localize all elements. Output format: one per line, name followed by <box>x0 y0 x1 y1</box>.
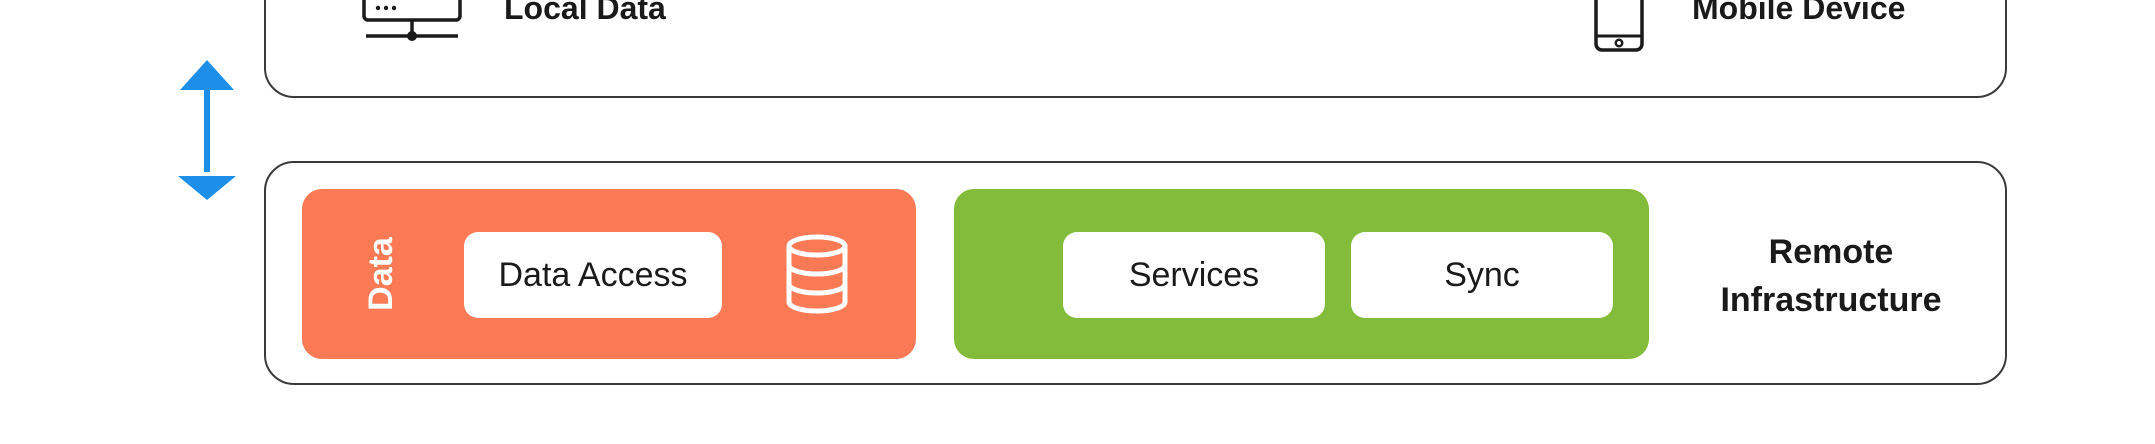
server-icon <box>362 0 462 41</box>
mobile-device-label: Mobile Device <box>1692 0 1906 26</box>
mobile-phone-icon <box>1594 0 1644 52</box>
bidirectional-arrow-icon <box>178 60 236 200</box>
remote-label-line2: Infrastructure <box>1720 281 1942 319</box>
data-block-label: Data <box>362 237 400 311</box>
local-data-label: Local Data <box>504 0 666 26</box>
remote-label-line1: Remote <box>1768 233 1894 271</box>
remote-infrastructure-label: Remote Infrastructure <box>1711 228 1951 324</box>
local-panel <box>264 0 2007 98</box>
sync-box: Sync <box>1351 232 1613 318</box>
data-access-box: Data Access <box>464 232 722 318</box>
database-icon <box>786 234 848 314</box>
services-box: Services <box>1063 232 1325 318</box>
